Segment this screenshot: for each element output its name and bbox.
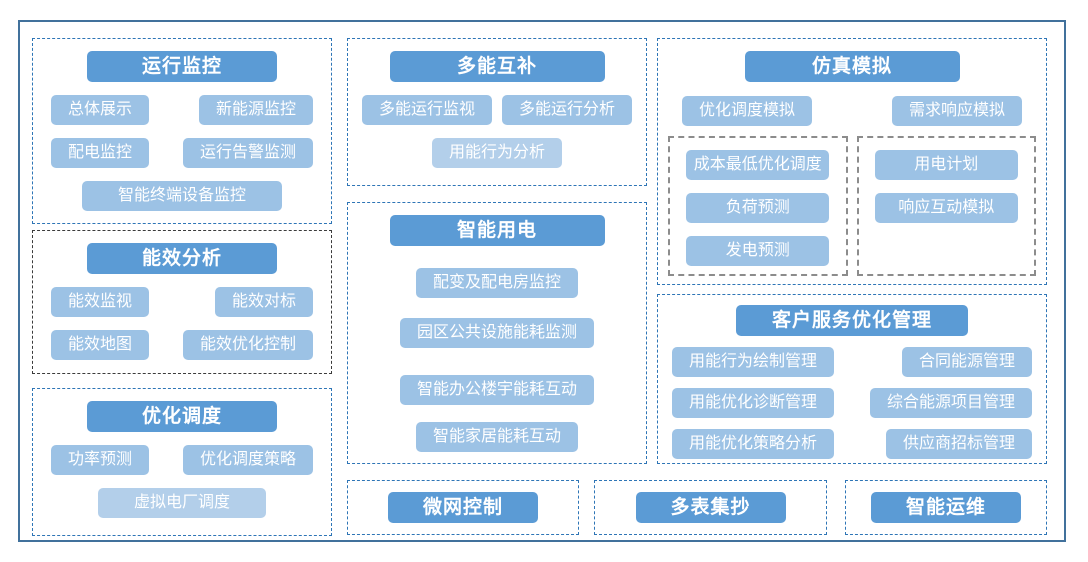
subgroup-power-plan: 用电计划 响应互动模拟 bbox=[856, 136, 1036, 276]
module-energy-efficiency-monitoring: 能效监视 bbox=[51, 287, 150, 317]
module-energy-optimization-diagnosis-management: 用能优化诊断管理 bbox=[672, 388, 835, 418]
module-park-public-facility-energy-monitoring: 园区公共设施能耗监测 bbox=[399, 318, 594, 348]
diagram-outer-frame: 运行监控 总体展示 新能源监控 配电监控 运行告警监测 智能终端设备监控 能效分… bbox=[18, 20, 1066, 542]
section-customer-service-optimization: 客户服务优化管理 用能行为绘制管理 合同能源管理 用能优化诊断管理 综合能源项目… bbox=[657, 294, 1047, 464]
module-optimal-dispatch-strategy: 优化调度策略 bbox=[182, 445, 313, 475]
row: 总体展示 新能源监控 bbox=[51, 95, 313, 125]
section-header-smart-operation-maintenance: 智能运维 bbox=[871, 492, 1021, 523]
section-header-customer-service-optimization: 客户服务优化管理 bbox=[736, 305, 968, 336]
section-simulation: 仿真模拟 优化调度模拟 需求响应模拟 成本最低优化调度 负荷预测 发电预测 用电… bbox=[657, 38, 1047, 285]
section-smart-power-use: 智能用电 配变及配电房监控 园区公共设施能耗监测 智能办公楼宇能耗互动 智能家居… bbox=[347, 202, 647, 464]
module-power-forecast: 功率预测 bbox=[51, 445, 150, 475]
row: 功率预测 优化调度策略 bbox=[51, 445, 313, 475]
module-multi-energy-operation-monitoring: 多能运行监视 bbox=[362, 95, 493, 125]
section-multi-meter-reading: 多表集抄 bbox=[594, 480, 827, 535]
section-smart-operation-maintenance: 智能运维 bbox=[845, 480, 1047, 535]
module-demand-response-simulation: 需求响应模拟 bbox=[891, 96, 1022, 126]
module-new-energy-monitoring: 新能源监控 bbox=[198, 95, 313, 125]
section-header-multi-energy-complementation: 多能互补 bbox=[389, 51, 605, 82]
row: 配变及配电房监控 bbox=[366, 268, 628, 298]
row: 用能行为分析 bbox=[366, 138, 628, 168]
section-header-multi-meter-reading: 多表集抄 bbox=[635, 492, 786, 523]
module-generation-forecast: 发电预测 bbox=[686, 236, 830, 266]
module-virtual-power-plant-dispatch: 虚拟电厂调度 bbox=[97, 488, 266, 518]
row: 多能运行监视 多能运行分析 bbox=[362, 95, 632, 125]
simulation-subgroups: 成本最低优化调度 负荷预测 发电预测 用电计划 响应互动模拟 bbox=[668, 136, 1036, 276]
module-power-use-plan: 用电计划 bbox=[874, 150, 1018, 180]
section-header-energy-efficiency-analysis: 能效分析 bbox=[87, 243, 277, 274]
module-contract-energy-management: 合同能源管理 bbox=[901, 347, 1032, 377]
section-header-operation-monitoring: 运行监控 bbox=[87, 51, 277, 82]
section-header-optimal-dispatch: 优化调度 bbox=[87, 401, 277, 432]
row: 园区公共设施能耗监测 bbox=[366, 318, 628, 348]
row: 用能优化诊断管理 综合能源项目管理 bbox=[672, 388, 1032, 418]
section-header-simulation: 仿真模拟 bbox=[744, 51, 960, 82]
module-integrated-energy-project-management: 综合能源项目管理 bbox=[869, 388, 1032, 418]
row: 智能终端设备监控 bbox=[51, 181, 313, 211]
section-multi-energy-complementation: 多能互补 多能运行监视 多能运行分析 用能行为分析 bbox=[347, 38, 647, 186]
row: 配电监控 运行告警监测 bbox=[51, 138, 313, 168]
row: 智能办公楼宇能耗互动 bbox=[366, 375, 628, 405]
module-response-interaction-simulation: 响应互动模拟 bbox=[874, 193, 1018, 223]
section-optimal-dispatch: 优化调度 功率预测 优化调度策略 虚拟电厂调度 bbox=[32, 388, 332, 536]
row: 虚拟电厂调度 bbox=[51, 488, 313, 518]
module-distribution-monitoring: 配电监控 bbox=[51, 138, 150, 168]
subgroup-dispatch-forecast: 成本最低优化调度 负荷预测 发电预测 bbox=[668, 136, 848, 276]
row: 智能家居能耗互动 bbox=[366, 422, 628, 452]
module-smart-terminal-device-monitoring: 智能终端设备监控 bbox=[81, 181, 282, 211]
module-smart-home-energy-interaction: 智能家居能耗互动 bbox=[415, 422, 578, 452]
module-operation-alarm-monitoring: 运行告警监测 bbox=[182, 138, 313, 168]
module-smart-office-building-energy-interaction: 智能办公楼宇能耗互动 bbox=[399, 375, 594, 405]
row: 能效地图 能效优化控制 bbox=[51, 330, 313, 360]
section-header-microgrid-control: 微网控制 bbox=[388, 492, 538, 523]
module-overall-display: 总体展示 bbox=[51, 95, 150, 125]
module-energy-behavior-mapping-management: 用能行为绘制管理 bbox=[672, 347, 835, 377]
section-operation-monitoring: 运行监控 总体展示 新能源监控 配电监控 运行告警监测 智能终端设备监控 bbox=[32, 38, 332, 224]
row: 优化调度模拟 需求响应模拟 bbox=[682, 96, 1022, 126]
row: 能效监视 能效对标 bbox=[51, 287, 313, 317]
section-microgrid-control: 微网控制 bbox=[347, 480, 579, 535]
module-load-forecast: 负荷预测 bbox=[686, 193, 830, 223]
module-lowest-cost-optimal-dispatch: 成本最低优化调度 bbox=[686, 150, 830, 180]
module-energy-efficiency-benchmarking: 能效对标 bbox=[214, 287, 313, 317]
module-optimal-dispatch-simulation: 优化调度模拟 bbox=[682, 96, 813, 126]
row: 用能优化策略分析 供应商招标管理 bbox=[672, 429, 1032, 459]
module-transformer-room-monitoring: 配变及配电房监控 bbox=[415, 268, 578, 298]
module-energy-efficiency-map: 能效地图 bbox=[51, 330, 150, 360]
section-energy-efficiency-analysis: 能效分析 能效监视 能效对标 能效地图 能效优化控制 bbox=[32, 230, 332, 374]
module-energy-optimization-strategy-analysis: 用能优化策略分析 bbox=[672, 429, 835, 459]
module-energy-use-behavior-analysis: 用能行为分析 bbox=[431, 138, 562, 168]
section-header-smart-power-use: 智能用电 bbox=[389, 215, 605, 246]
module-multi-energy-operation-analysis: 多能运行分析 bbox=[501, 95, 632, 125]
module-energy-efficiency-optimal-control: 能效优化控制 bbox=[182, 330, 313, 360]
module-supplier-bidding-management: 供应商招标管理 bbox=[885, 429, 1032, 459]
row: 用能行为绘制管理 合同能源管理 bbox=[672, 347, 1032, 377]
